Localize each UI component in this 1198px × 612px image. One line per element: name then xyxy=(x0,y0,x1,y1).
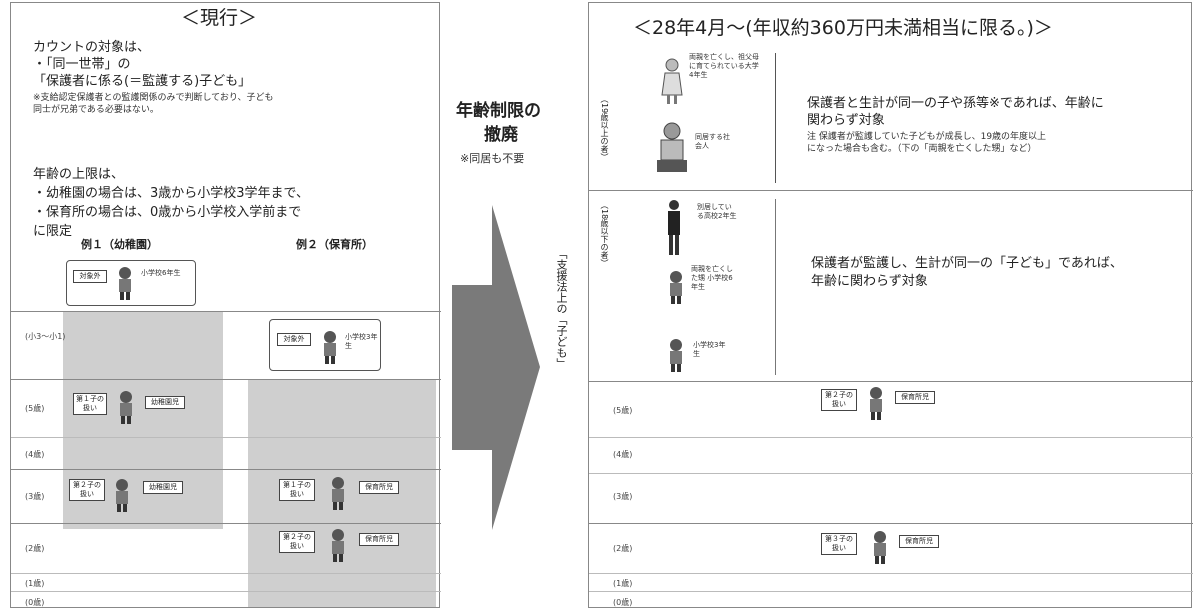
child-figure-icon xyxy=(332,529,344,562)
grid-line xyxy=(589,591,1193,592)
grid-line xyxy=(11,591,441,592)
new-system-panel: ＜28年4月～(年収約360万円未満相当に限る。)＞ （19歳以上の者） 両親を… xyxy=(588,2,1193,608)
row-label-3: (3歳) xyxy=(613,492,633,501)
age-limit-line-1: 年齢の上限は、 xyxy=(33,167,125,182)
child-label: 小学校3年生 xyxy=(345,333,378,350)
group1-text-line-2: 関わらず対象 xyxy=(807,113,885,128)
first-child-tag: 第１子の扱い xyxy=(73,393,107,415)
child-figure-icon xyxy=(870,387,882,420)
out-of-scope-tag: 対象外 xyxy=(277,333,311,346)
child-figure-icon xyxy=(670,271,682,304)
row-label-1: (1歳) xyxy=(613,579,633,588)
child-label: 保育所児 xyxy=(359,533,399,546)
grid-line xyxy=(11,469,441,470)
note-line-1: ※支給認定保護者との監護関係のみで判断しており、子ども xyxy=(33,93,274,103)
child-label: 小学校6年生 xyxy=(141,269,181,277)
grid-line xyxy=(11,437,441,438)
grid-line xyxy=(11,523,441,524)
group1-note-line-2: になった場合も含む。（下の「両親を亡くした甥」など） xyxy=(807,144,1037,154)
panel-title: ＜現行＞ xyxy=(181,7,258,29)
current-system-panel: ＜現行＞ カウントの対象は、 ・「同一世帯」の 「保護者に係る(＝監護する)子ど… xyxy=(10,2,441,608)
second-child-tag: 第２子の扱い xyxy=(69,479,105,501)
transition-arrow xyxy=(452,205,540,530)
child-label: 保育所児 xyxy=(359,481,399,494)
grid-line xyxy=(589,473,1193,474)
student-figure-icon xyxy=(661,58,683,104)
out-of-scope-bracket xyxy=(269,319,381,371)
age-limit-line-2: ・幼稚園の場合は、3歳から小学校3学年まで、 xyxy=(33,186,310,201)
example-1-label: 例１（幼稚園） xyxy=(81,238,158,251)
group2-text-line-1: 保護者が監護し、生計が同一の「子ども」であれば、 xyxy=(811,256,1123,271)
grid-line xyxy=(589,523,1193,524)
out-of-scope-tag: 対象外 xyxy=(73,270,107,283)
grid-line xyxy=(589,381,1193,382)
child-label: 幼稚園児 xyxy=(145,396,185,409)
row-label-4: (4歳) xyxy=(613,450,633,459)
child-figure-icon xyxy=(332,477,344,510)
child-figure-icon xyxy=(120,391,132,424)
cohabitation-note: ※同居も不要 xyxy=(460,152,525,165)
first-child-tag: 第１子の扱い xyxy=(279,479,315,501)
adult-figure-icon xyxy=(657,122,687,172)
count-line-3: 「保護者に係る(＝監護する)子ども」 xyxy=(33,74,252,89)
row-label-2: (2歳) xyxy=(25,544,45,553)
child-figure-icon xyxy=(324,331,336,364)
second-child-tag: 第２子の扱い xyxy=(279,531,315,553)
legal-children-vertical-label: 「支援法上の「子ども」 xyxy=(555,248,568,369)
group-label-18-under: （18歳以下の者） xyxy=(600,201,609,268)
note-line-2: 同士が兄弟である必要はない。 xyxy=(33,105,159,115)
row-label-5: (5歳) xyxy=(613,406,633,415)
second-child-tag: 第２子の扱い xyxy=(821,389,857,411)
age-limit-line-3: ・保育所の場合は、0歳から小学校入学前まで xyxy=(33,205,302,220)
child-label: 別居している高校2年生 xyxy=(697,203,737,220)
group2-text-line-2: 年齢に関わらず対象 xyxy=(811,274,928,289)
row-label-elementary: (小3～小1) xyxy=(25,332,66,341)
example-2-label: 例２（保育所） xyxy=(296,238,373,251)
third-child-tag: 第３子の扱い xyxy=(821,533,857,555)
separator xyxy=(775,53,776,183)
grid-line xyxy=(11,573,441,574)
row-label-2: (2歳) xyxy=(613,544,633,553)
child-label: 保育所児 xyxy=(899,535,939,548)
highschool-figure-icon xyxy=(668,200,680,255)
group1-note-line-1: 注 保護者が監護していた子どもが成長し、19歳の年度以上 xyxy=(807,132,1047,142)
out-of-scope-bracket xyxy=(66,260,196,306)
panel-title: ＜28年4月～(年収約360万円未満相当に限る。)＞ xyxy=(633,17,1053,39)
row-label-5: (5歳) xyxy=(25,404,45,413)
row-label-3: (3歳) xyxy=(25,492,45,501)
row-label-0: (0歳) xyxy=(613,598,633,607)
child-label: 小学校3年生 xyxy=(693,341,726,358)
count-line-1: カウントの対象は、 xyxy=(33,40,151,55)
abolition-heading-1: 年齢制限の xyxy=(456,101,541,121)
child-label: 幼稚園児 xyxy=(143,481,183,494)
group1-text-line-1: 保護者と生計が同一の子や孫等※であれば、年齢に xyxy=(807,96,1104,111)
child-figure-icon xyxy=(670,339,682,372)
grid-line xyxy=(11,311,441,312)
group-label-19-plus: （19歳以上の者） xyxy=(600,95,609,162)
count-line-2: ・「同一世帯」の xyxy=(33,57,131,72)
grid-line xyxy=(589,573,1193,574)
separator xyxy=(775,199,776,375)
age-limit-line-4: に限定 xyxy=(33,224,73,239)
child-figure-icon xyxy=(874,531,886,564)
child-figure-icon xyxy=(119,267,131,300)
child-label: 同居する社会人 xyxy=(695,133,730,150)
row-label-0: (0歳) xyxy=(25,598,45,607)
row-label-1: (1歳) xyxy=(25,579,45,588)
child-label: 両親を亡くした甥 小学校6年生 xyxy=(691,265,733,291)
row-label-4: (4歳) xyxy=(25,450,45,459)
grid-line xyxy=(11,379,441,380)
child-label: 両親を亡くし、祖父母に育てられている大学4年生 xyxy=(689,53,759,79)
child-figure-icon xyxy=(116,479,128,512)
child-label: 保育所児 xyxy=(895,391,935,404)
grid-line xyxy=(589,190,1193,191)
grid-line xyxy=(589,437,1193,438)
abolition-heading-2: 撤廃 xyxy=(484,125,518,145)
